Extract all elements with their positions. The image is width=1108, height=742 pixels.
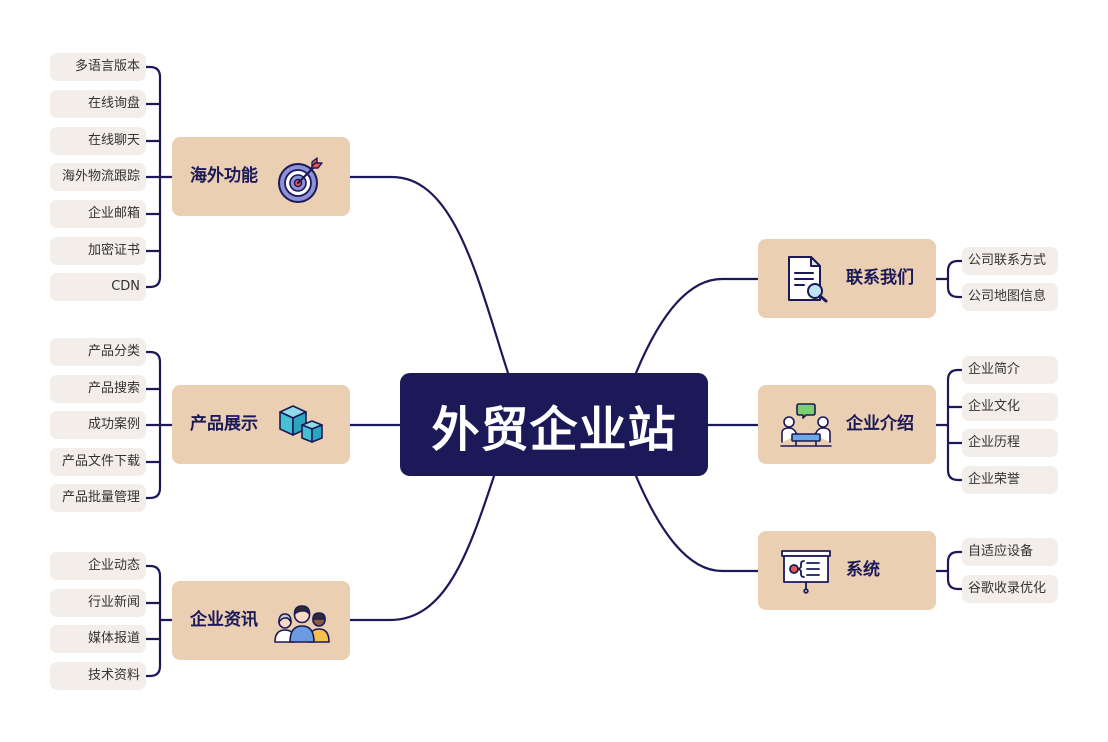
leaf-node: 公司联系方式 [962, 247, 1058, 275]
leaf-node: 在线聊天 [50, 127, 146, 155]
leaf-node: 海外物流跟踪 [50, 163, 146, 191]
branch-label: 系统 [846, 560, 880, 580]
leaf-node: 企业动态 [50, 552, 146, 580]
branch-label: 联系我们 [846, 268, 914, 288]
branch-company-intro: 企业介绍 [758, 385, 936, 464]
people-icon [274, 605, 330, 643]
bracket-contact [946, 259, 964, 299]
leaf-node: 谷歌收录优化 [962, 575, 1058, 603]
branch-company-news: 企业资讯 [172, 581, 350, 660]
branch-system: 系统 [758, 531, 936, 610]
leaf-node: 产品文件下载 [50, 448, 146, 476]
leaf-node: 产品批量管理 [50, 484, 146, 512]
bracket-system [946, 550, 964, 591]
leaf-node: 企业荣誉 [962, 466, 1058, 494]
branch-label: 企业资讯 [190, 610, 258, 630]
branch-label: 产品展示 [190, 414, 258, 434]
leaf-node: 多语言版本 [50, 53, 146, 81]
link-center-overseas [348, 175, 510, 375]
branch-contact-us: 联系我们 [758, 239, 936, 318]
branch-label: 企业介绍 [846, 414, 914, 434]
link-center-contact [634, 277, 760, 375]
leaf-node: 在线询盘 [50, 90, 146, 118]
leaf-node: 行业新闻 [50, 589, 146, 617]
bracket-news [144, 564, 162, 678]
leaf-node: CDN [50, 273, 146, 301]
branch-product-showcase: 产品展示 [172, 385, 350, 464]
branch-label: 海外功能 [190, 166, 258, 186]
link-center-system [634, 474, 760, 573]
bracket-intro [946, 368, 964, 482]
center-node-title: 外贸企业站 [400, 373, 708, 476]
leaf-node: 媒体报道 [50, 625, 146, 653]
leaf-node: 技术资料 [50, 662, 146, 690]
leaf-node: 公司地图信息 [962, 283, 1058, 311]
meeting-icon [780, 403, 832, 447]
target-icon [278, 157, 323, 203]
cubes-icon [279, 405, 323, 443]
leaf-node: 企业简介 [962, 356, 1058, 384]
leaf-node: 企业文化 [962, 393, 1058, 421]
presentation-board-icon [781, 550, 831, 594]
leaf-node: 产品分类 [50, 338, 146, 366]
link-center-news [348, 474, 496, 622]
leaf-node: 企业历程 [962, 429, 1058, 457]
branch-overseas-features: 海外功能 [172, 137, 350, 216]
document-search-icon [788, 256, 828, 303]
leaf-node: 成功案例 [50, 411, 146, 439]
leaf-node: 加密证书 [50, 237, 146, 265]
leaf-node: 产品搜索 [50, 375, 146, 403]
leaf-node: 自适应设备 [962, 538, 1058, 566]
leaf-node: 企业邮箱 [50, 200, 146, 228]
